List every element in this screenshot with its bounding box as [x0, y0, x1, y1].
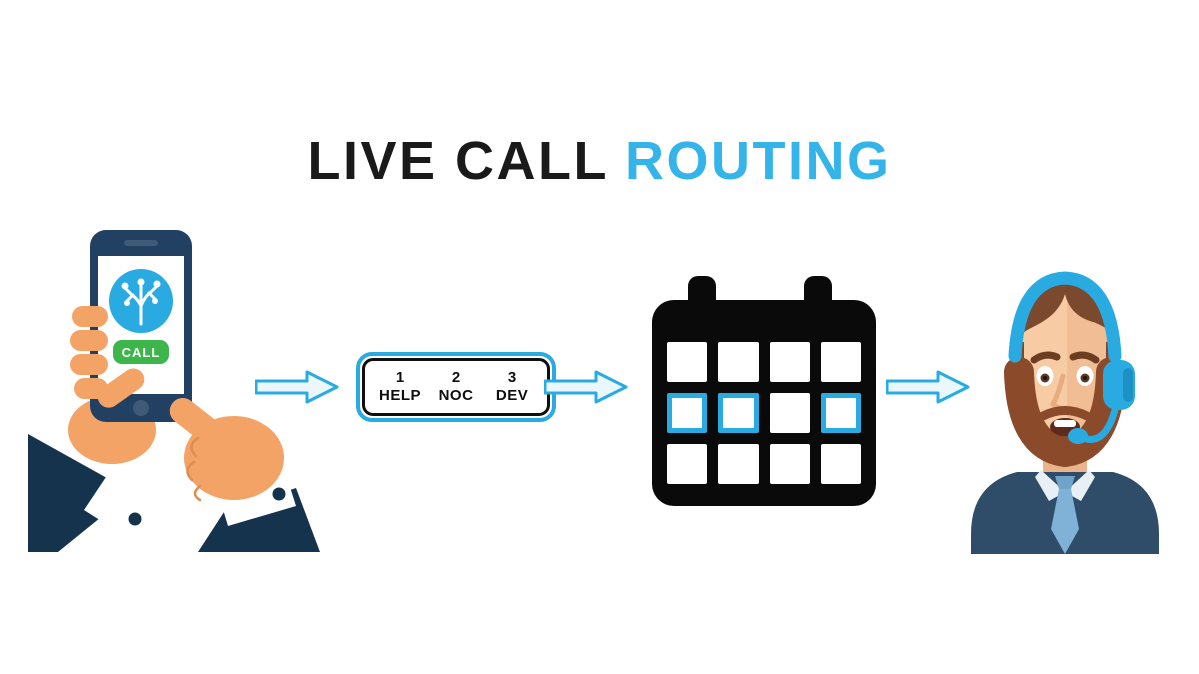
left-suit-sleeve [28, 434, 154, 552]
support-agent-headset-icon [971, 271, 1159, 554]
calendar-cell [667, 393, 708, 433]
keypad-option-noc: 2 NOC [435, 369, 477, 405]
circuit-network-icon [109, 269, 173, 333]
keypad-digit: 1 [395, 369, 405, 386]
calendar-cell [820, 444, 861, 484]
headset-icon [1008, 271, 1135, 444]
right-arrow-icon [886, 370, 970, 404]
smartphone: CALL [90, 230, 192, 422]
calendar-grid [652, 300, 876, 506]
right-hand-pointing [169, 397, 284, 502]
title-routing: ROUTING [625, 131, 892, 191]
call-button-label: CALL [122, 345, 161, 360]
headset-microphone [1068, 428, 1088, 444]
calendar-cell [718, 444, 759, 484]
support-agent-illustration [955, 224, 1175, 554]
agent-eyes [1036, 366, 1094, 386]
keypad-label: DEV [495, 387, 529, 404]
right-arrow-icon [544, 370, 628, 404]
calendar-ring [804, 276, 832, 328]
calendar-cell [769, 393, 810, 433]
hand-holding-phone-icon: CALL [28, 230, 320, 552]
calendar-cell [667, 444, 708, 484]
keypad-digit: 2 [451, 369, 461, 386]
page-title: LIVE CALL ROUTING [0, 130, 1199, 192]
keypad-digit: 3 [507, 369, 517, 386]
agent-collar [1035, 470, 1095, 501]
right-arrow-icon [255, 370, 339, 404]
agent-eyebrows [1030, 351, 1100, 364]
calendar-cell [769, 342, 810, 382]
calendar-cell [820, 393, 861, 433]
phone-home-button [133, 400, 149, 416]
dialpad-menu-icon: 1 HELP 2 NOC 3 DEV [362, 358, 551, 416]
calendar-ring [688, 276, 716, 328]
keypad-label: HELP [379, 387, 422, 404]
keypad-label: NOC [438, 387, 474, 404]
agent-tie [1051, 476, 1079, 554]
phone-speaker [124, 240, 158, 246]
call-button: CALL [113, 340, 169, 364]
keypad-option-help: 1 HELP [379, 369, 421, 405]
title-live-call: LIVE CALL [307, 131, 609, 191]
calendar-cell [667, 342, 708, 382]
keypad-option-dev: 3 DEV [491, 369, 533, 405]
caller-phone-illustration: CALL [28, 222, 328, 552]
calendar-schedule-icon [652, 276, 876, 506]
calendar-cell [718, 393, 759, 433]
calendar-cell [769, 444, 810, 484]
calendar-cell [820, 342, 861, 382]
ivr-keypad-menu: 1 HELP 2 NOC 3 DEV [356, 352, 557, 422]
calendar-cell [718, 342, 759, 382]
left-hand-fingers [70, 306, 145, 408]
